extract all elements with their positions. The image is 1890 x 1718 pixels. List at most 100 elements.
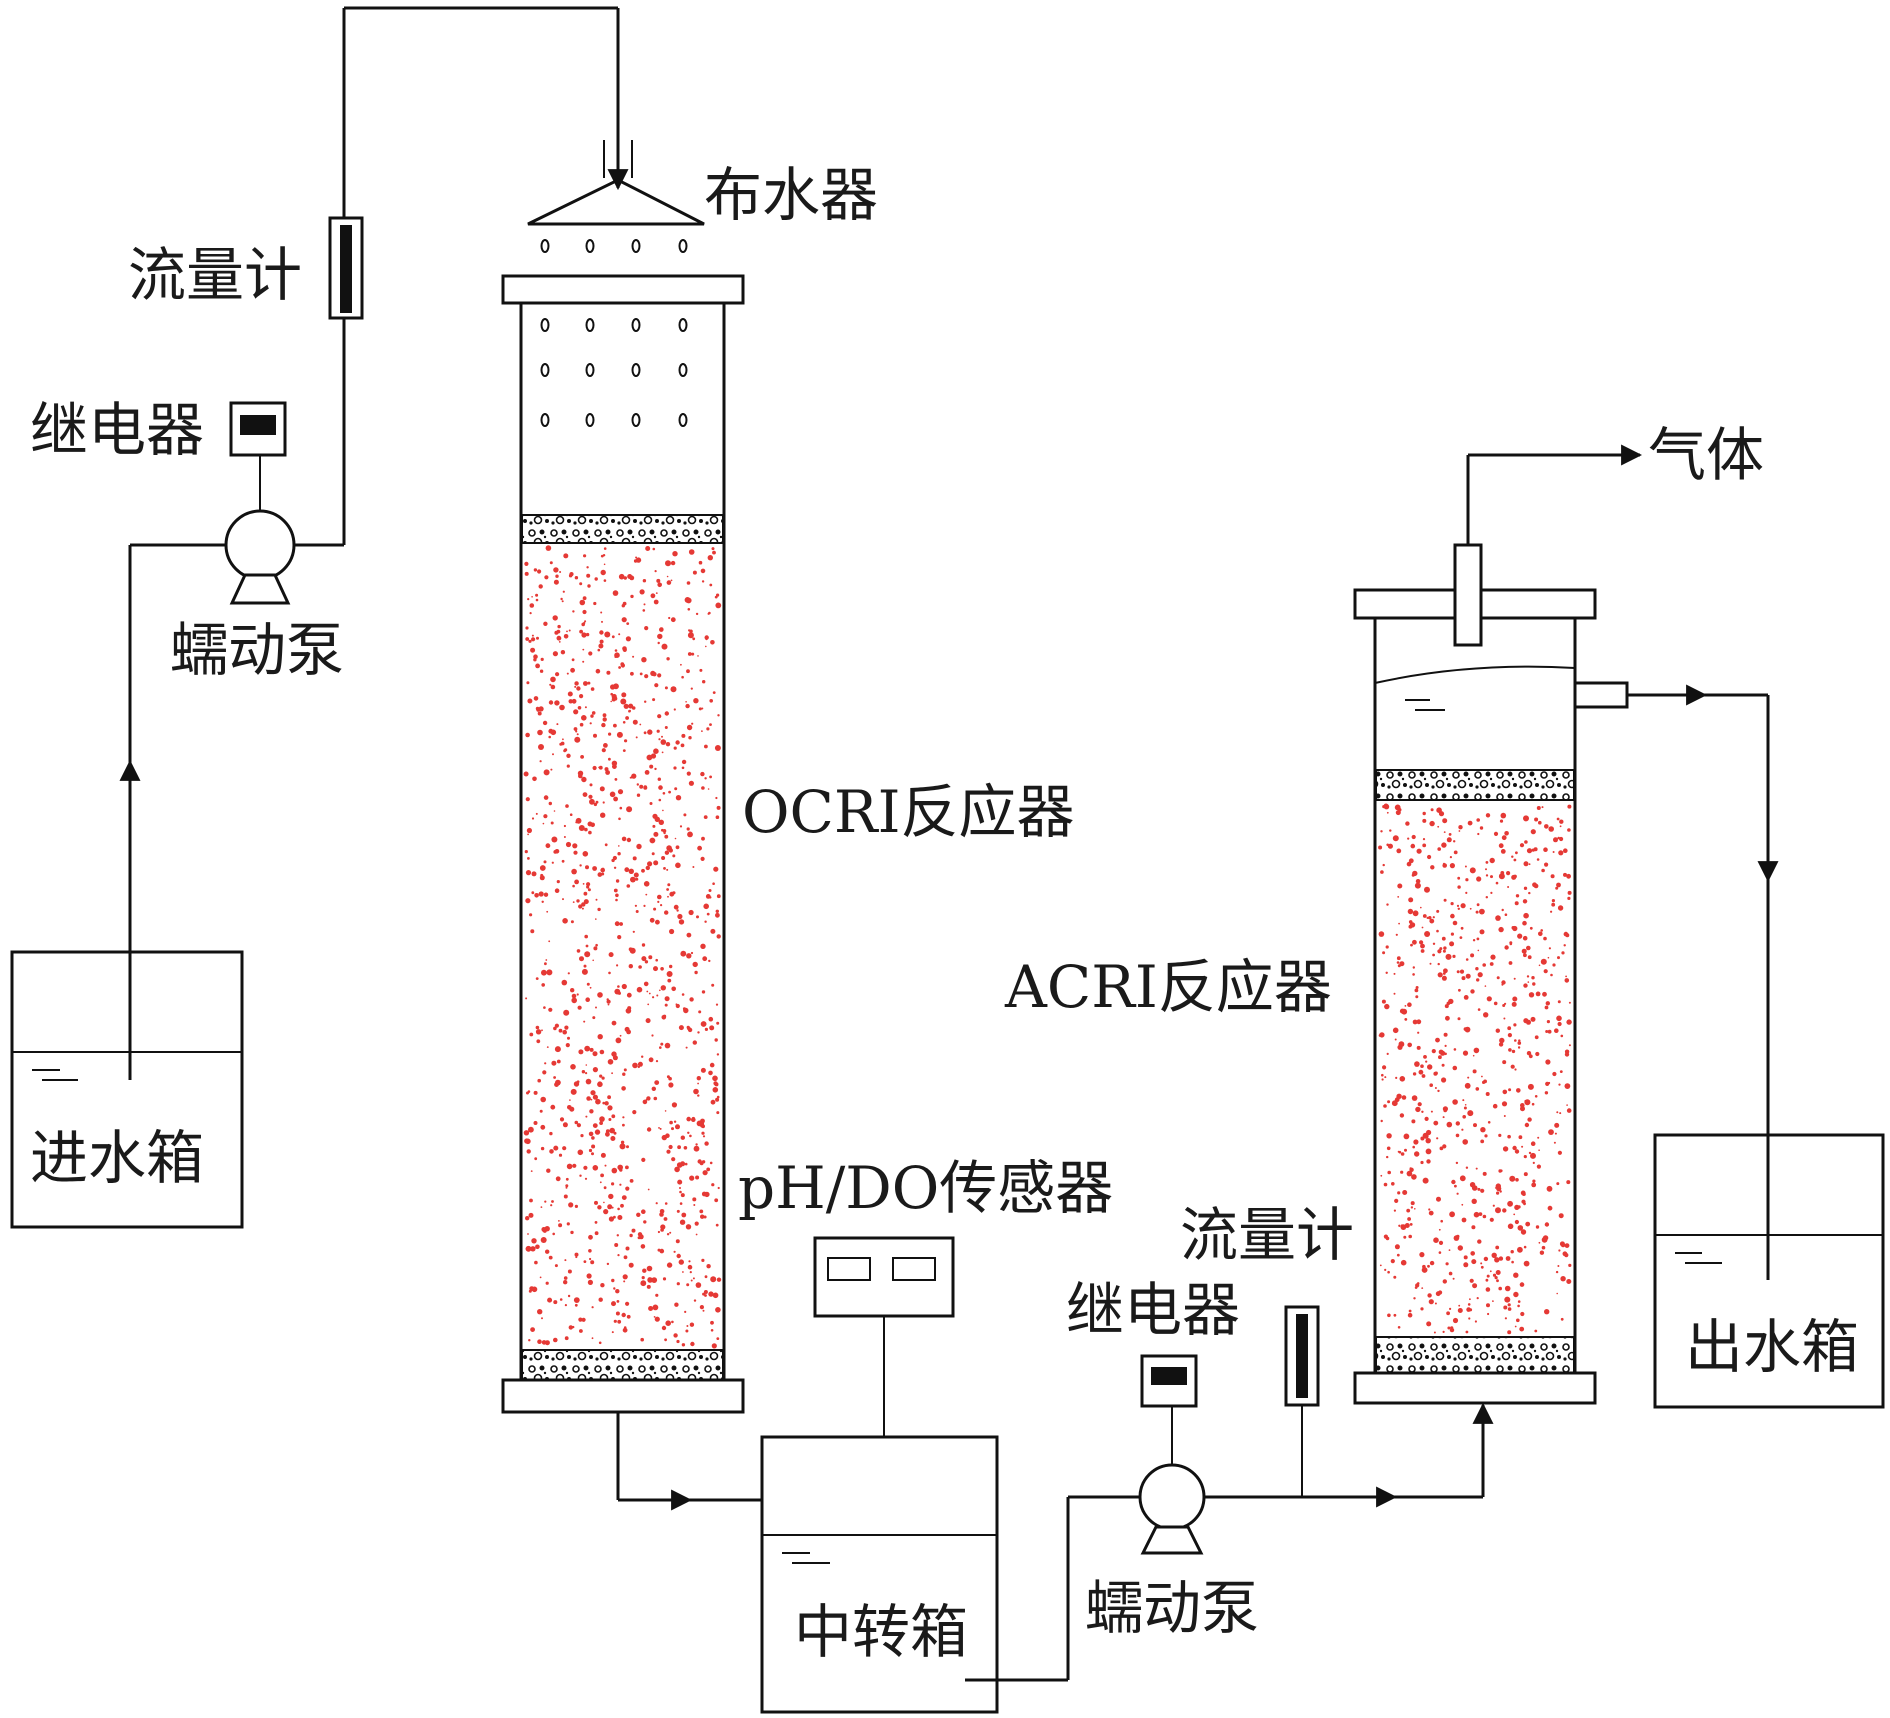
packing-particle (527, 833, 529, 836)
packing-particle (537, 711, 542, 716)
packing-particle (568, 1202, 574, 1208)
packing-particle (1382, 1065, 1387, 1070)
packing-particle (1407, 1042, 1412, 1048)
packing-particle (626, 622, 630, 625)
packing-particle (1555, 1270, 1559, 1274)
packing-particle (1534, 817, 1539, 822)
packing-particle (710, 1099, 716, 1105)
packing-particle (1475, 910, 1479, 914)
packing-particle (644, 770, 650, 775)
packing-particle (680, 743, 685, 748)
packing-particle (669, 891, 675, 897)
packing-particle (566, 1163, 573, 1170)
packing-particle (1511, 855, 1514, 858)
packing-particle (1487, 1121, 1491, 1124)
packing-particle (1496, 1279, 1499, 1283)
packing-particle (1538, 1149, 1540, 1151)
water-drop (678, 363, 688, 377)
packing-particle (621, 1312, 626, 1318)
packing-particle (576, 1123, 582, 1128)
packing-particle (1451, 1179, 1456, 1185)
packing-particle (1504, 1317, 1507, 1320)
packing-particle (524, 571, 529, 576)
packing-particle (1475, 967, 1479, 971)
packing-particle (1498, 843, 1504, 849)
packing-particle (677, 1179, 683, 1185)
packing-particle (1471, 1225, 1476, 1230)
packing-particle (531, 817, 535, 820)
packing-particle (711, 1343, 717, 1349)
packing-particle (675, 1003, 678, 1006)
packing-particle (590, 1090, 596, 1096)
packing-particle (606, 1262, 610, 1266)
packing-particle (620, 1203, 624, 1208)
packing-particle (626, 1314, 631, 1319)
packing-particle (1557, 956, 1560, 960)
packing-particle (664, 850, 670, 855)
packing-particle (666, 580, 672, 585)
packing-particle (687, 1026, 691, 1031)
packing-particle (641, 868, 645, 873)
packing-particle (1452, 920, 1458, 926)
packing-particle (1443, 1032, 1448, 1037)
packing-particle (711, 983, 715, 987)
packing-particle (557, 624, 561, 629)
packing-particle (1462, 1050, 1469, 1056)
packing-particle (653, 1316, 656, 1318)
packing-particle (564, 1336, 569, 1341)
packing-particle (1427, 1064, 1433, 1070)
packing-particle (598, 1081, 602, 1085)
packing-particle (1456, 904, 1460, 908)
packing-particle (607, 1095, 611, 1100)
packing-particle (1495, 1028, 1501, 1033)
packing-particle (587, 681, 591, 685)
packing-particle (1414, 1061, 1420, 1067)
packing-particle (646, 1096, 651, 1101)
packing-particle (1502, 1208, 1507, 1213)
packing-particle (709, 723, 712, 726)
packing-particle (550, 1204, 553, 1207)
packing-particle (1446, 837, 1452, 843)
packing-particle (1426, 1129, 1432, 1136)
packing-particle (612, 590, 619, 596)
packing-particle (712, 1087, 719, 1093)
packing-particle (648, 955, 653, 960)
packing-particle (684, 1162, 688, 1166)
packing-particle (582, 792, 588, 797)
packing-particle (1438, 1049, 1444, 1055)
packing-particle (1378, 931, 1385, 937)
packing-particle (621, 617, 627, 623)
packing-particle (1448, 833, 1452, 836)
packing-particle (1520, 1311, 1525, 1317)
packing-particle (1507, 1303, 1511, 1307)
packing-particle (1480, 1265, 1484, 1269)
packing-particle (659, 1209, 665, 1214)
packing-particle (581, 622, 585, 627)
packing-particle (550, 729, 557, 736)
packing-particle (649, 764, 654, 769)
packing-particle (581, 1317, 586, 1322)
packing-particle (700, 943, 706, 949)
packing-particle (660, 1224, 666, 1230)
packing-particle (1476, 1297, 1479, 1300)
packing-particle (689, 1322, 695, 1327)
packing-particle (664, 1003, 668, 1007)
packing-particle (592, 1094, 599, 1100)
packing-particle (612, 764, 617, 769)
packing-particle (626, 992, 632, 998)
packing-particle (622, 1072, 626, 1076)
packing-particle (679, 1219, 686, 1225)
packing-particle (1415, 986, 1419, 989)
packing-particle (660, 967, 664, 971)
packing-particle (626, 806, 633, 813)
packing-particle (716, 1095, 720, 1099)
water-drops (540, 239, 688, 427)
packing-particle (573, 709, 579, 715)
packing-particle (679, 1202, 683, 1205)
packing-particle (525, 732, 530, 738)
packing-particle (1502, 1146, 1509, 1152)
packing-particle (1456, 1234, 1460, 1239)
packing-particle (1511, 1260, 1514, 1264)
packing-particle (546, 1168, 551, 1173)
packing-particle (526, 827, 533, 834)
